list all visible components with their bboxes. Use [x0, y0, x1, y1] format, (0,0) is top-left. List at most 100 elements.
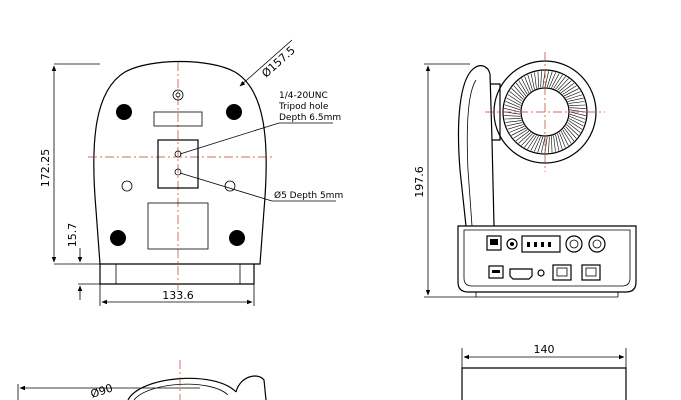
lens-rib	[560, 131, 569, 146]
lens-rib	[557, 78, 569, 91]
top-screw	[172, 89, 184, 101]
din-port-1-inner	[569, 239, 579, 249]
lens-rib	[563, 127, 575, 142]
lens-rib	[515, 130, 530, 142]
rear-plan-view: 140	[461, 343, 627, 400]
dc-jack-pin	[510, 242, 514, 246]
tripod-note-line1: 1/4-20UNC	[279, 91, 328, 101]
lens-rib	[527, 74, 533, 91]
lens-rib	[524, 134, 535, 148]
top-view: Ø90	[17, 360, 267, 400]
rj45-port-1-inner	[556, 267, 568, 277]
lens-rib	[521, 133, 533, 146]
tripod-note-line2: Tripod hole	[278, 102, 329, 112]
top-view-head-arc-inner	[133, 383, 229, 400]
lens-rib	[569, 118, 584, 127]
lens-rib	[504, 118, 521, 120]
hdmi-port	[509, 268, 533, 280]
dc-jack	[506, 238, 518, 250]
lens-rib	[553, 135, 556, 152]
top-screw-inner	[175, 92, 181, 98]
lens-rib	[549, 72, 556, 88]
front-base	[99, 264, 255, 285]
tripod-plate	[157, 139, 199, 189]
lens-rib	[506, 97, 521, 106]
side-screw-right	[224, 180, 236, 192]
rj45-port-1	[552, 264, 572, 281]
foot-bottom-left	[110, 230, 126, 246]
din-port-2-inner	[592, 239, 602, 249]
lens-rib	[505, 120, 522, 123]
lens-rib	[540, 71, 542, 88]
lens-rib	[506, 122, 523, 127]
lens-rib	[567, 122, 581, 133]
locating-hole	[174, 168, 182, 176]
power-switch-rocker	[490, 239, 498, 245]
nameplate	[147, 202, 209, 250]
side-arm-inner	[466, 79, 477, 227]
front-body-outline	[93, 60, 267, 265]
usb-port	[488, 265, 504, 279]
leader-hole	[179, 172, 336, 202]
lens-rib	[544, 71, 549, 88]
side-base-inner	[463, 229, 631, 287]
lens-rib	[565, 91, 581, 98]
lens-rib	[569, 116, 585, 123]
lens-rib	[551, 73, 560, 88]
lens-rib	[566, 94, 583, 100]
tripod-note-line3: Depth 6.5mm	[279, 113, 341, 123]
hole-note: Ø5 Depth 5mm	[274, 190, 343, 201]
lens-rib	[568, 120, 583, 130]
lens-rib	[518, 80, 528, 95]
lens-rib	[524, 76, 531, 92]
terminal-pins	[527, 242, 551, 247]
terminal-block	[521, 235, 561, 253]
power-switch	[486, 235, 502, 251]
dim-front-width: 133.6	[162, 289, 194, 302]
lens-rib	[504, 108, 521, 113]
din-port-1	[565, 235, 583, 253]
lens-rib	[559, 132, 566, 148]
lens-rib	[567, 97, 584, 102]
lens-rib	[553, 74, 563, 89]
top-view-ear	[235, 375, 267, 400]
lens-rib	[518, 132, 531, 144]
lens-rib	[569, 104, 586, 106]
lens-rib	[513, 129, 528, 139]
lens-rib	[534, 136, 541, 152]
lens-rib	[515, 82, 527, 97]
lens-rib	[551, 136, 553, 153]
lens-rib	[530, 73, 535, 90]
lens-rib	[511, 88, 524, 100]
lens-rib	[527, 135, 537, 150]
leader-top-dia	[239, 39, 293, 87]
lens-rib	[521, 78, 530, 93]
lens-rib	[568, 101, 585, 104]
lens-rib	[534, 72, 537, 89]
lens-rib	[560, 82, 575, 94]
plan-outline	[461, 367, 627, 400]
lens-rib	[562, 129, 572, 144]
dim-bottom-dia: Ø90	[89, 381, 115, 400]
lens-rib	[555, 134, 560, 151]
front-view: 172.25 15.7 133.6 Ø157.5 1/4-20UNC Tripo…	[39, 39, 343, 306]
din-port-2	[588, 235, 606, 253]
foot-bottom-right	[229, 230, 245, 246]
lens-rib	[505, 101, 521, 108]
lens-rib	[504, 104, 521, 111]
side-screw-left	[121, 180, 133, 192]
audio-jack	[537, 269, 545, 277]
lens-rib	[504, 115, 521, 117]
lens-rib	[569, 111, 586, 116]
lens-rib	[507, 94, 522, 104]
lens-rib	[530, 136, 539, 151]
foot-top-left	[116, 104, 132, 120]
lens-rib	[565, 126, 577, 139]
lens-rib	[541, 136, 546, 153]
lens-rib	[546, 71, 553, 88]
side-arm	[457, 65, 495, 227]
dim-top-width: 140	[534, 343, 555, 356]
lens-rib	[566, 124, 579, 136]
lens-ribs	[503, 70, 587, 154]
